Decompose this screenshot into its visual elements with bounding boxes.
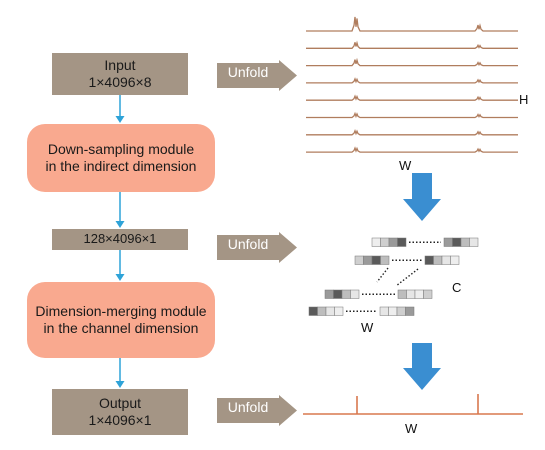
intermediate-shape: 128×4096×1 bbox=[83, 231, 157, 247]
strip-square bbox=[334, 306, 344, 316]
strip-diagonal-dots-2 bbox=[395, 268, 419, 287]
strip-square bbox=[388, 237, 398, 247]
strip-square bbox=[450, 255, 460, 265]
strip-square bbox=[324, 289, 334, 299]
strip-square bbox=[371, 255, 381, 265]
downsampling-module-box: Down-sampling module in the indirect dim… bbox=[27, 124, 215, 192]
strip-square bbox=[405, 306, 415, 316]
small-arrow-1 bbox=[115, 95, 125, 123]
strip-square bbox=[333, 289, 343, 299]
unfold-arrow-1-shape bbox=[217, 60, 297, 91]
output-shape: 1×4096×1 bbox=[88, 412, 152, 428]
unfold-label-2: Unfold bbox=[227, 236, 269, 252]
small-arrow-4 bbox=[115, 358, 125, 388]
downsampling-title-line1: Down-sampling module bbox=[47, 140, 195, 157]
small-arrow-2 bbox=[115, 192, 125, 228]
strip-square bbox=[406, 289, 416, 299]
unfold-arrow-2-shape bbox=[217, 232, 297, 263]
strip-square bbox=[452, 237, 462, 247]
input-title: Input bbox=[104, 56, 136, 73]
strip-square bbox=[469, 237, 479, 247]
strip-square bbox=[433, 255, 443, 265]
strip-diagonal-dots-1 bbox=[376, 267, 389, 283]
output-box: Output 1×4096×1 bbox=[52, 389, 188, 435]
unfold-arrow-3: Unfold bbox=[217, 395, 297, 426]
spectrum-line bbox=[306, 57, 518, 67]
output-spectrum bbox=[303, 394, 523, 415]
strip-square bbox=[388, 306, 398, 316]
strip-square bbox=[308, 306, 318, 316]
label-w-bottom: W bbox=[405, 421, 418, 436]
spectrum-line bbox=[306, 16, 518, 32]
strip-square bbox=[396, 306, 406, 316]
strip-square bbox=[380, 237, 390, 247]
channel-strips bbox=[308, 237, 479, 316]
strip-square bbox=[341, 289, 351, 299]
strip-square bbox=[397, 289, 407, 299]
spectrum-line bbox=[306, 146, 518, 153]
output-title: Output bbox=[98, 394, 142, 411]
spectrum-line bbox=[306, 40, 518, 49]
dimension-merging-module-box: Dimension-merging module in the channel … bbox=[27, 282, 215, 358]
strip-square bbox=[363, 255, 373, 265]
merging-title-line2: in the channel dimension bbox=[43, 320, 199, 336]
strip-square bbox=[371, 237, 381, 247]
unfold-arrow-3-shape bbox=[217, 395, 297, 426]
strip-square bbox=[379, 306, 389, 316]
strip-square bbox=[325, 306, 335, 316]
spectrum-line bbox=[306, 111, 518, 119]
spectrum-line bbox=[306, 128, 518, 136]
strip-square bbox=[460, 237, 470, 247]
spectrum-line bbox=[306, 94, 518, 101]
blue-down-arrow-1 bbox=[403, 173, 441, 221]
unfold-arrow-1: Unfold bbox=[217, 60, 297, 91]
strip-square bbox=[443, 237, 453, 247]
strip-square bbox=[423, 289, 433, 299]
unfold-label-1: Unfold bbox=[227, 64, 269, 80]
strip-square bbox=[380, 255, 390, 265]
strip-square bbox=[397, 237, 407, 247]
downsampling-title-line2: in the indirect dimension bbox=[45, 158, 197, 174]
strip-square bbox=[317, 306, 327, 316]
blue-down-arrow-2 bbox=[403, 343, 441, 390]
unfold-arrow-2: Unfold bbox=[217, 232, 297, 263]
spectrum-line bbox=[306, 77, 518, 84]
strip-square bbox=[350, 289, 360, 299]
label-c: C bbox=[452, 280, 462, 295]
strip-square bbox=[414, 289, 424, 299]
intermediate-box: 128×4096×1 bbox=[52, 229, 188, 250]
label-w-mid: W bbox=[361, 320, 374, 335]
spectra-stack bbox=[306, 16, 518, 153]
label-h: H bbox=[519, 92, 529, 107]
input-shape: 1×4096×8 bbox=[88, 74, 152, 90]
unfold-label-3: Unfold bbox=[227, 399, 269, 415]
merging-title-line1: Dimension-merging module bbox=[35, 302, 207, 319]
small-arrow-3 bbox=[115, 250, 125, 281]
input-box: Input 1×4096×8 bbox=[52, 53, 188, 95]
label-w-top: W bbox=[399, 158, 412, 173]
strip-square bbox=[354, 255, 364, 265]
strip-square bbox=[424, 255, 434, 265]
strip-square bbox=[441, 255, 451, 265]
